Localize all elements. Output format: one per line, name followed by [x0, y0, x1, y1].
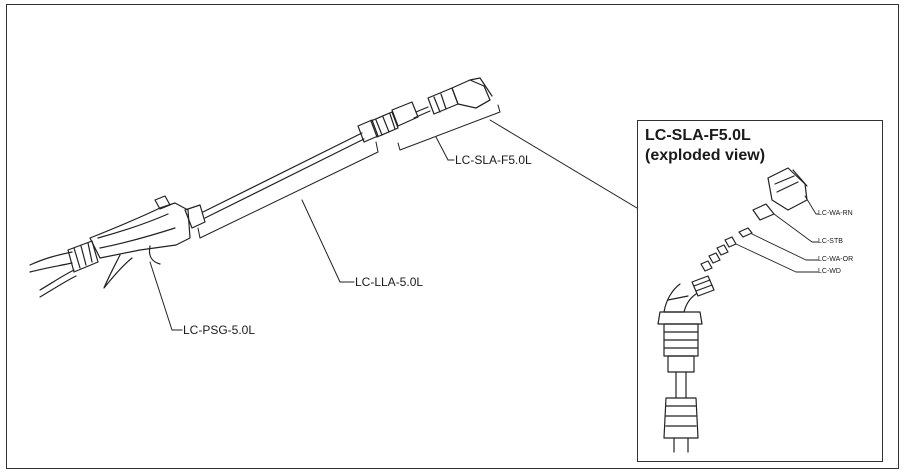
hose — [29, 251, 77, 298]
label-leaders — [149, 104, 638, 331]
label-nozzle: LC-SLA-F5.0L — [455, 153, 532, 167]
inset-panel — [637, 120, 883, 462]
spray-gun — [67, 195, 206, 289]
part-label-wd: LC-WD — [818, 268, 841, 275]
nozzle-head — [427, 77, 493, 115]
lance-coupling — [357, 101, 431, 143]
label-gun: LC-PSG-5.0L — [183, 323, 256, 337]
part-label-stb: LC-STB — [818, 238, 843, 245]
lance-tube — [202, 132, 365, 219]
inset-title: LC-SLA-F5.0L — [645, 127, 751, 144]
diagram-frame — [6, 4, 899, 469]
part-label-wa-or: LC-WA-OR — [818, 256, 854, 263]
inset-subtitle: (exploded view) — [645, 147, 766, 164]
part-label-wa-rn: LC-WA-RN — [818, 210, 853, 217]
exploded-nozzle — [657, 167, 819, 453]
label-lance: LC-LLA-5.0L — [355, 275, 424, 289]
